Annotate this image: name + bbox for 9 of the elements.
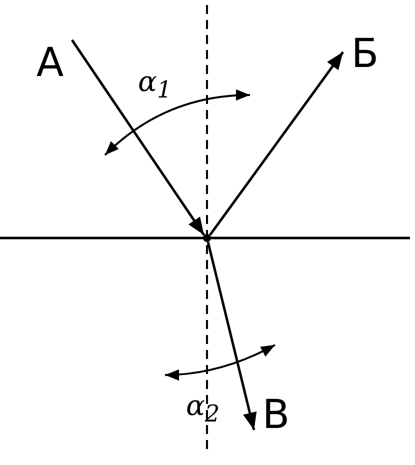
ray-label: В	[257, 392, 295, 438]
angle-label: α$_{1}$	[138, 68, 172, 102]
light-ray-arrow	[208, 51, 344, 236]
angle-label: α$_{2}$	[186, 392, 220, 426]
light-ray-arrow	[206, 242, 257, 430]
incidence-point	[203, 234, 211, 242]
ray-label: А	[30, 36, 70, 90]
light-ray-arrow	[70, 39, 206, 236]
ray-label: Б	[345, 28, 385, 80]
